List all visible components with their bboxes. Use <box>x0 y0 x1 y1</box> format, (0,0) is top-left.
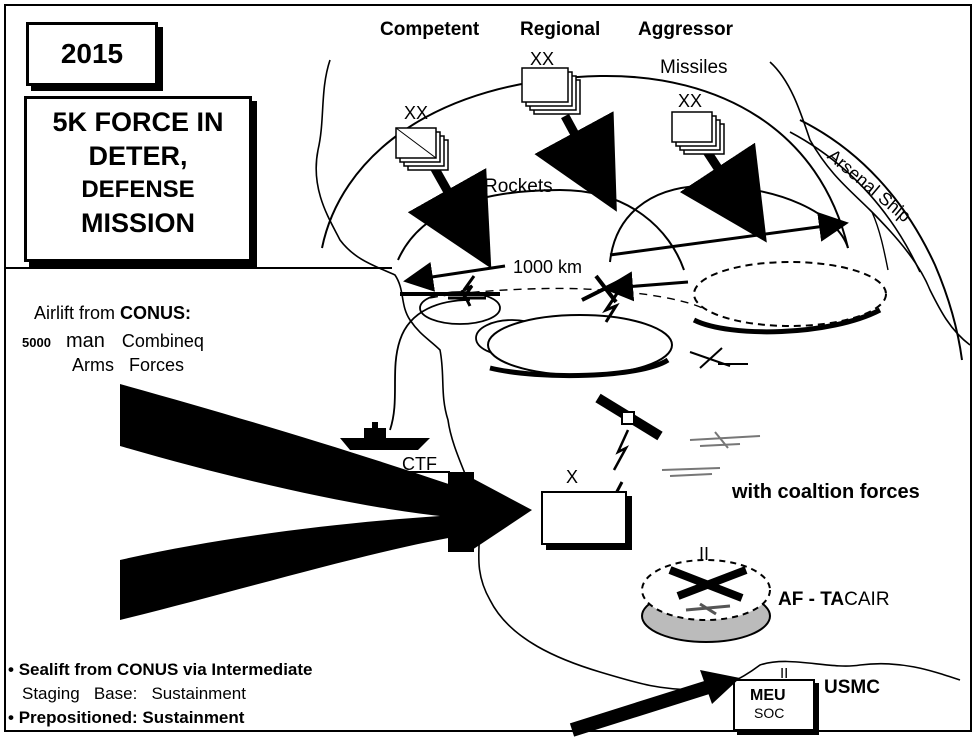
division-symbol-regional: XX <box>530 49 555 69</box>
ctf-brigade-box <box>541 491 627 545</box>
airlift-conus: CONUS: <box>120 303 192 323</box>
arsenal-ship-arc-inner <box>789 131 921 273</box>
tacair-label-a: AF - TA <box>778 589 845 610</box>
bullet-glyph-1: • <box>8 660 14 679</box>
threat-label-aggressor: Aggressor <box>638 19 734 40</box>
tacair-label: AF - TACAIR <box>778 590 890 609</box>
range-arrow-left <box>403 262 506 292</box>
threat-label-competent: Competent <box>380 19 480 40</box>
usmc-label: USMC <box>824 677 880 698</box>
meu-label: MEU <box>750 687 786 704</box>
airlift-arrow <box>120 384 532 620</box>
bullet-sealift: • Sealift from CONUS via Intermediate <box>8 661 313 678</box>
friendly-unit-disk-right-shadow <box>692 307 882 335</box>
bullet-glyph-2: • <box>8 708 14 727</box>
bullet-prepositioned: • Prepositioned: Sustainment <box>8 709 244 726</box>
comm-link-icon-2 <box>460 275 476 301</box>
diagram-frame <box>4 4 972 732</box>
friendly-unit-disk-3 <box>487 314 673 376</box>
meu-soc-box <box>733 679 815 731</box>
missile-range-arc <box>321 74 849 249</box>
ship-transit-line <box>389 299 471 431</box>
coalition-label: with coaltion forces <box>732 481 920 503</box>
airlift-man: man <box>65 330 105 352</box>
ctf-label: CTF <box>402 454 437 474</box>
aircraft-icon-2 <box>448 289 486 307</box>
enemy-division-aggressor <box>671 111 725 155</box>
inbound-arrow-center <box>603 271 689 302</box>
mission-line-2: DETER, <box>88 141 188 171</box>
mission-line-1: 5K FORCE IN <box>52 107 224 137</box>
division-symbol-aggressor: XX <box>678 91 703 111</box>
arsenal-ship-arc-outer <box>799 119 963 361</box>
threat-label-regional: Regional <box>520 19 601 40</box>
tacair-disk <box>641 559 771 621</box>
mission-box: 5K FORCE IN DETER, DEFENSE MISSION <box>24 96 252 262</box>
enemy-division-regional <box>521 67 581 115</box>
range-label: 1000 km <box>510 258 586 276</box>
airlift-line-2: 5000 man Combineq <box>22 331 204 351</box>
tacair-jet-icon <box>685 602 731 616</box>
coast-detail <box>871 211 889 271</box>
tacair-symbol: II <box>699 544 710 564</box>
brigade-symbol: X <box>566 467 579 487</box>
airlift-prefix: Airlift from <box>34 303 115 323</box>
attack-arrow-regional <box>534 111 617 212</box>
tacair-label-b: CAIR <box>844 589 890 610</box>
airlift-arrow-shaft <box>448 472 474 552</box>
meu-symbol: II <box>780 665 789 682</box>
friendly-unit-disk-right <box>693 261 887 327</box>
airlift-line-3: Arms Forces <box>72 355 185 375</box>
attack-arrow-aggressor <box>679 142 767 243</box>
range-arrow-right <box>609 211 849 257</box>
mission-line-4: MISSION <box>80 208 195 238</box>
satellite-icon <box>595 393 663 471</box>
rockets-label: Rockets <box>484 176 553 197</box>
coalition-aircraft-icon <box>661 431 761 477</box>
bullet-prepositioned-text: Prepositioned: Sustainment <box>18 708 245 727</box>
mission-line-3: DEFENSE <box>81 176 195 203</box>
bullet-sealift-sub: Staging Base: Sustainment <box>22 684 246 703</box>
tacair-aircraft-icon <box>668 566 748 602</box>
airlift-count: 5000 <box>22 335 51 350</box>
enemy-division-competent <box>395 127 449 171</box>
year-text: 2015 <box>60 38 124 69</box>
friendly-unit-disk-3-shadow <box>489 357 670 379</box>
ship-icon <box>340 422 430 450</box>
missiles-label: Missiles <box>660 57 728 78</box>
coastline-east <box>769 61 971 346</box>
airlift-combined: Combineq <box>121 331 204 351</box>
airlift-line-1: Airlift from CONUS: <box>34 304 191 322</box>
helicopter-icon <box>689 347 748 369</box>
bullet-sealift-text: Sealift from CONUS via Intermediate <box>18 660 313 679</box>
marines-arrow-head <box>700 670 740 704</box>
year-box: 2015 <box>26 22 158 86</box>
attack-arrow-competent <box>407 157 492 269</box>
soc-label: SOC <box>754 705 785 721</box>
marines-arrow-shaft <box>569 677 721 737</box>
division-symbol-competent: XX <box>404 103 429 123</box>
comm-link-icon-1 <box>602 291 620 323</box>
